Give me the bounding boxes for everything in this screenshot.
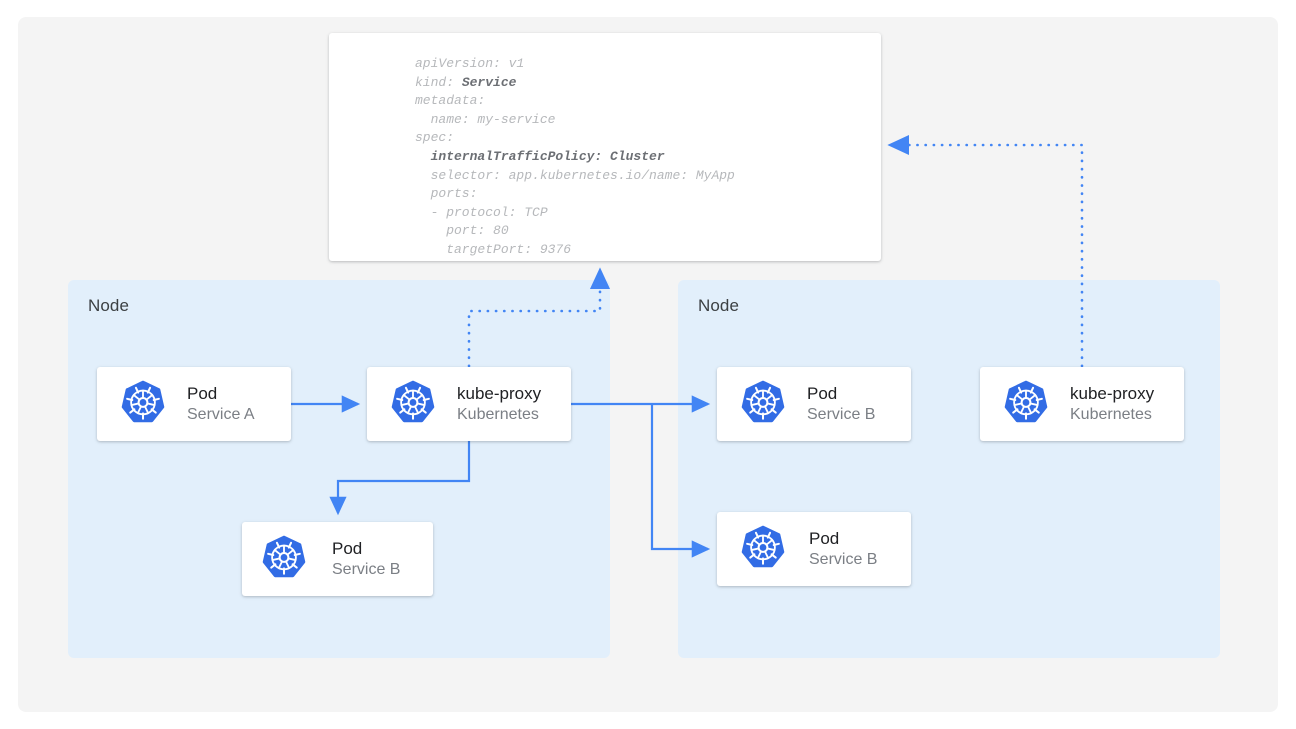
wire-dotted-kubeproxy-right-to-manifest — [887, 134, 1084, 368]
card-title: kube-proxy — [1070, 383, 1155, 403]
kubernetes-icon — [262, 535, 306, 584]
manifest-line: selector: app.kubernetes.io/name: MyApp — [415, 167, 735, 183]
card-title: Pod — [807, 383, 838, 403]
card-subtitle: Service A — [187, 405, 255, 423]
card-kube-proxy-right[interactable]: kube-proxy Kubernetes — [980, 367, 1184, 441]
node-label-left: Node — [88, 296, 130, 315]
node-container-right: Node — [678, 280, 1220, 658]
card-subtitle: Kubernetes — [1070, 405, 1152, 423]
manifest-line: - protocol: TCP — [415, 204, 548, 220]
kubernetes-icon — [391, 380, 435, 429]
card-kube-proxy-left[interactable]: kube-proxy Kubernetes — [367, 367, 571, 441]
manifest-line: name: my-service — [415, 111, 556, 127]
manifest-line: metadata: — [415, 93, 486, 109]
card-title: kube-proxy — [457, 383, 542, 403]
manifest-line: targetPort: 9376 — [415, 241, 572, 257]
wire-kubeproxy-to-pod-b-left — [329, 441, 471, 516]
card-subtitle: Service B — [332, 560, 401, 578]
card-title: Pod — [332, 538, 363, 558]
manifest-line: port: 80 — [415, 223, 509, 239]
kubernetes-icon — [741, 380, 785, 429]
node-label-right: Node — [698, 296, 740, 315]
card-pod-service-b-right-top[interactable]: Pod Service B — [717, 367, 911, 441]
manifest-line: apiVersion: v1 — [415, 56, 525, 71]
card-pod-service-a[interactable]: Pod Service A — [97, 367, 291, 441]
card-title: Pod — [187, 383, 218, 403]
manifest-line: spec: — [415, 130, 455, 146]
card-title: Pod — [809, 528, 840, 548]
wire-kubeproxy-to-pod-b-right-2 — [650, 404, 711, 558]
card-pod-service-b-right-bottom[interactable]: Pod Service B — [717, 512, 911, 586]
kubernetes-icon — [741, 525, 785, 574]
service-manifest-code: apiVersion: v1 kind: Service metadata: nam… — [415, 55, 735, 260]
service-manifest-panel: apiVersion: v1 kind: Service metadata: nam… — [329, 33, 881, 261]
wire-dotted-kubeproxy-left-to-manifest — [467, 267, 611, 368]
kubernetes-icon — [1004, 380, 1048, 429]
card-subtitle: Kubernetes — [457, 405, 539, 423]
card-pod-service-b-left[interactable]: Pod Service B — [242, 522, 433, 596]
manifest-line: ports: — [415, 186, 478, 202]
manifest-line: internalTrafficPolicy: Cluster — [415, 148, 665, 164]
card-subtitle: Service B — [809, 550, 878, 568]
card-subtitle: Service B — [807, 405, 876, 423]
kubernetes-icon — [121, 380, 165, 429]
manifest-line: kind: Service — [415, 74, 517, 90]
